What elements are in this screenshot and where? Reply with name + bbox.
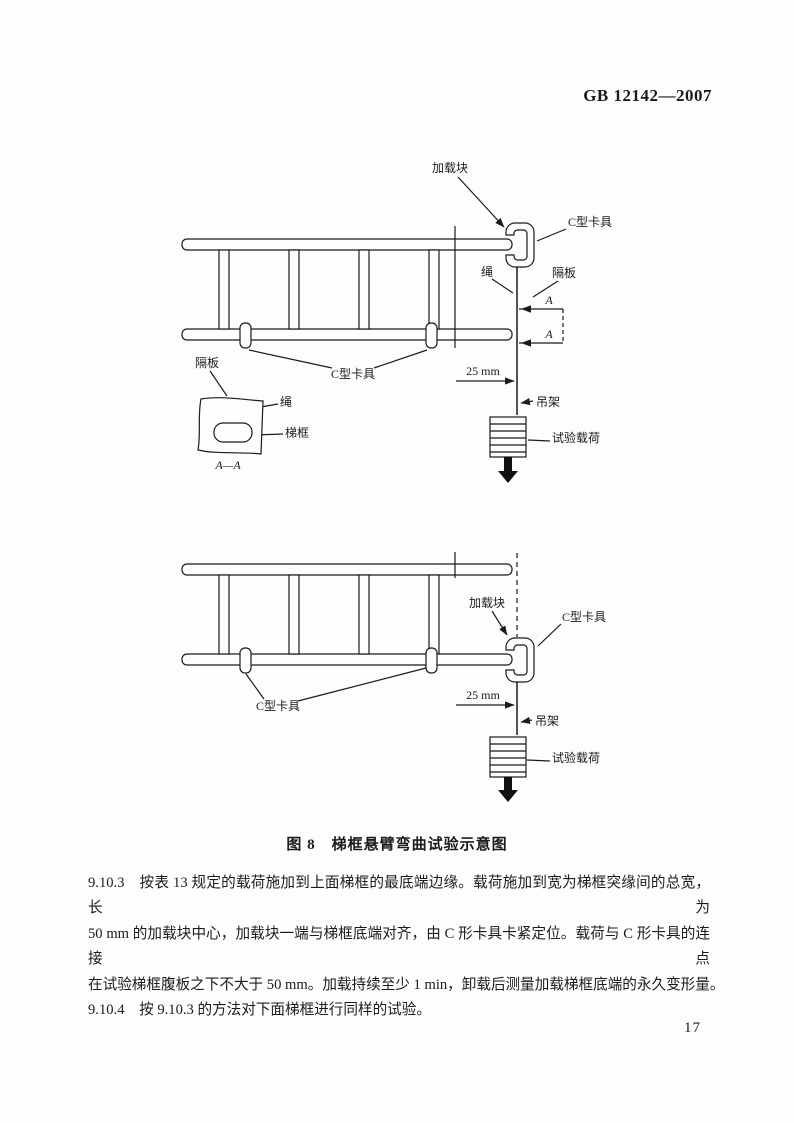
label-rope-top: 绳 (481, 265, 493, 279)
test-load-weights-bottom (489, 736, 527, 778)
test-load-weights-top (489, 416, 527, 458)
diagram-top: 加载块 C型卡具 绳 隔板 A A 25 mm 吊架 试验载荷 隔板 绳 梯框 … (181, 161, 612, 483)
body-text: 9.10.3 按表 13 规定的载荷施加到上面梯框的最底端边缘。载荷施加到宽为梯… (88, 871, 725, 1023)
label-hanger-bottom: 吊架 (535, 714, 559, 728)
label-test-load-top: 试验载荷 (552, 430, 600, 445)
label-dim-25mm-bottom: 25 mm (466, 688, 500, 702)
paragraph-9-10-4: 9.10.4 按 9.10.3 的方法对下面梯框进行同样的试验。 (88, 1002, 431, 1019)
hanger-arrow-top (520, 397, 534, 406)
label-section-a-lower: A (544, 327, 553, 341)
diagram-bottom: 加载块 C型卡具 25 mm 吊架 试验载荷 C型卡具 (181, 552, 606, 802)
page-number: 17 (684, 1020, 701, 1036)
label-section-a-upper: A (544, 293, 553, 307)
paragraph-9-10-3-line-3: 在试验梯框腹板之下不大于 50 mm。加载持续至少 1 min，卸载后测量加载梯… (88, 976, 725, 993)
ladder-top (181, 238, 513, 341)
figure-caption: 图 8 梯框悬臂弯曲试验示意图 (286, 837, 508, 853)
c-clamp-bottom-diagram (505, 637, 535, 683)
label-c-clamps-bottom-bottom: C型卡具 (256, 699, 300, 713)
hanger-arrow-bottom (520, 716, 533, 724)
label-c-clamp-right-bottom: C型卡具 (562, 610, 606, 624)
ladder-bottom (181, 563, 513, 666)
section-marks (519, 305, 564, 347)
rail-clamp-marks-bottom (239, 647, 438, 674)
label-rope-detail: 绳 (280, 395, 292, 409)
leader-lines-bottom (245, 610, 562, 762)
section-detail-view (197, 397, 264, 455)
label-loading-block-bottom: 加载块 (469, 596, 505, 610)
label-c-clamp-right-top: C型卡具 (568, 215, 612, 229)
paragraph-9-10-3-line-1: 9.10.3 按表 13 规定的载荷施加到上面梯框的最底端边缘。载荷施加到宽为梯… (88, 875, 710, 917)
label-partition-right-top: 隔板 (552, 266, 576, 280)
rail-clamp-marks-top (239, 322, 438, 349)
label-c-clamps-bottom-top: C型卡具 (331, 367, 375, 381)
standard-code: GB 12142—2007 (583, 86, 712, 105)
leader-lines-top (209, 176, 567, 442)
label-hanger-top: 吊架 (536, 395, 560, 409)
label-dim-25mm-top: 25 mm (466, 364, 500, 378)
c-clamp-top (505, 222, 535, 268)
label-section-title: A—A (214, 458, 241, 472)
load-direction-arrow-bottom (498, 777, 518, 802)
paragraph-9-10-3-line-2: 50 mm 的加载块中心，加载块一端与梯框底端对齐，由 C 形卡具卡紧定位。载荷… (88, 925, 710, 968)
label-partition-left-top: 隔板 (195, 356, 219, 370)
load-direction-arrow-top (498, 457, 518, 483)
label-test-load-bottom: 试验载荷 (552, 750, 600, 765)
label-loading-block-top: 加载块 (432, 161, 468, 175)
label-ladder-frame: 梯框 (285, 426, 309, 440)
